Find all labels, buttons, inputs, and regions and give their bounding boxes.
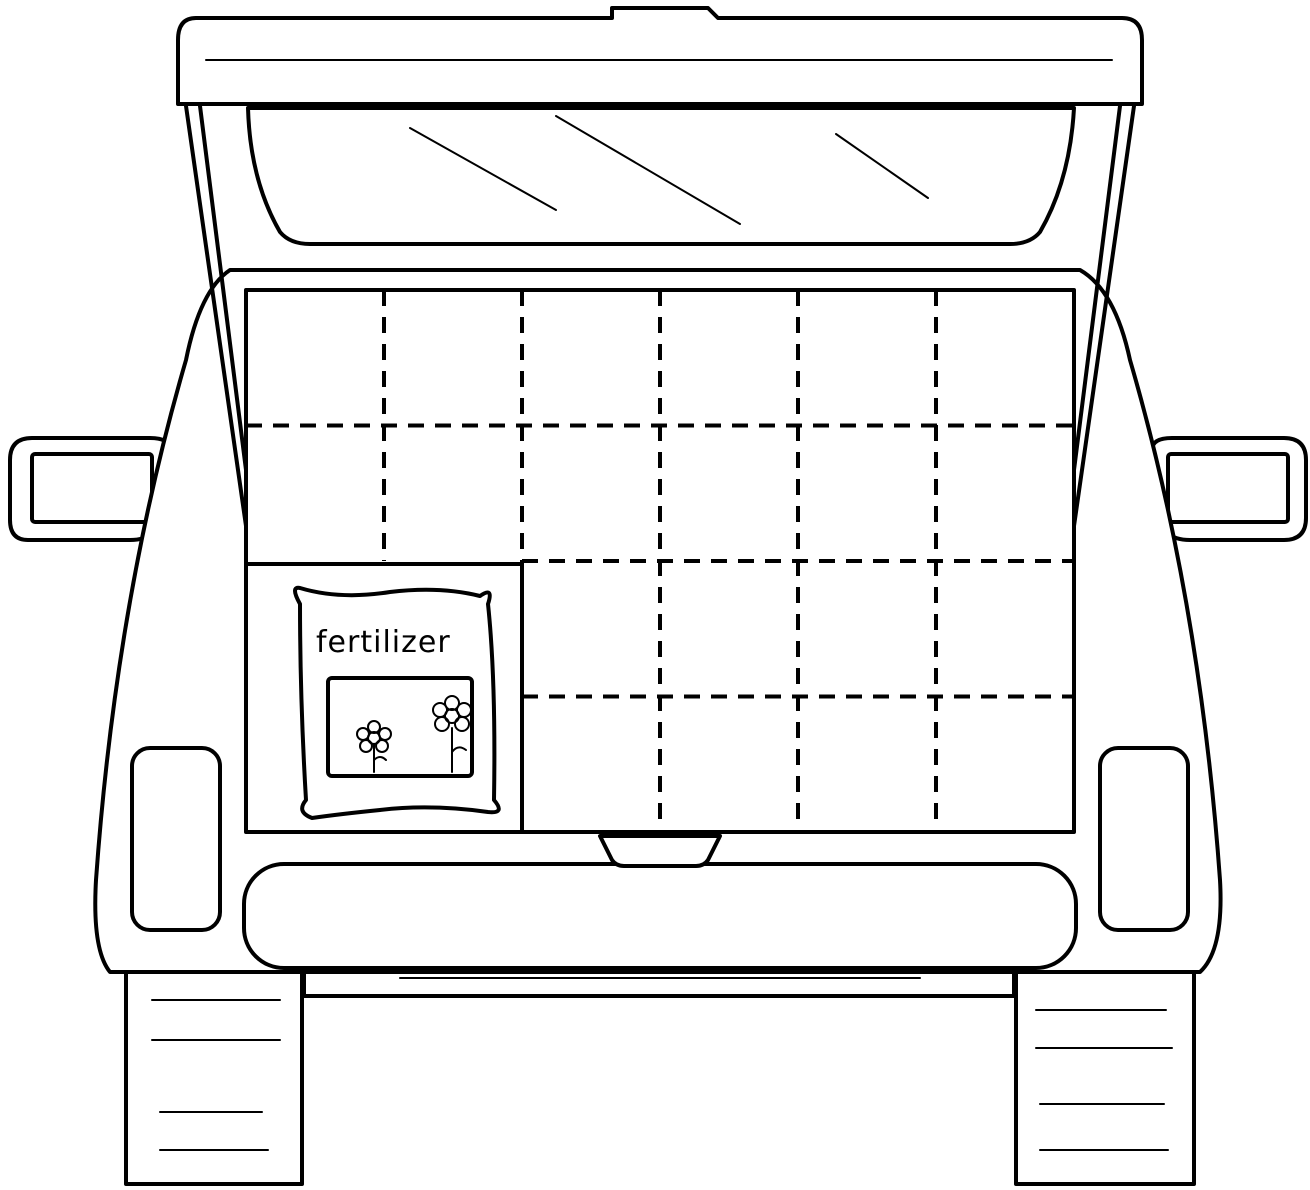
trunk-latch — [600, 836, 720, 866]
rear-window — [248, 108, 1074, 244]
right-tail-light — [1100, 748, 1188, 930]
rear-bumper — [244, 864, 1076, 968]
left-tail-light — [132, 748, 220, 930]
lower-valance — [304, 972, 1014, 996]
right-mud-flap — [1016, 972, 1194, 1184]
fertilizer-bag: fertilizer — [295, 588, 499, 818]
left-mud-flap — [126, 972, 302, 1184]
open-hatch — [178, 8, 1142, 244]
bag-label: fertilizer — [316, 625, 451, 660]
right-side-mirror — [1152, 438, 1306, 540]
